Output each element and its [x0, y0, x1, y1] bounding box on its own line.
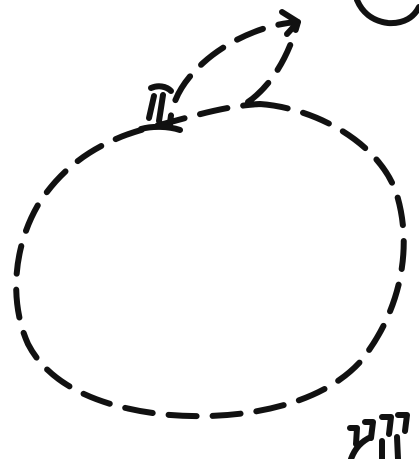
- edge-circle-fragment: [357, 0, 419, 23]
- large-dashed-loop: [16, 104, 404, 416]
- dashed-leaf-loop: [170, 22, 298, 125]
- curve-fragment-bottom-right-3: [397, 437, 398, 459]
